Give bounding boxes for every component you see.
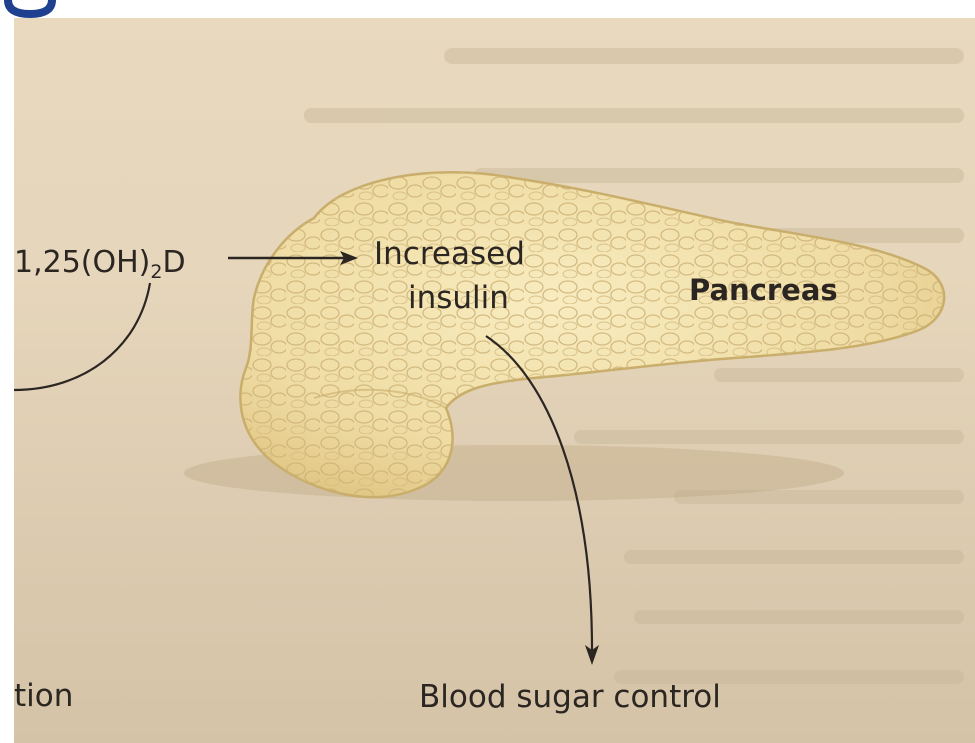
vitamin-d-subscript: 2 <box>150 261 162 283</box>
white-left-margin <box>0 0 14 743</box>
vitamin-d-text: 1,25(OH) <box>14 245 150 280</box>
vitamin-d-suffix: D <box>162 245 185 280</box>
diagram-canvas <box>14 18 975 743</box>
increased-insulin-label-line1: Increased <box>374 239 525 270</box>
pancreas-label: Pancreas <box>689 276 838 305</box>
vitamin-d-label: 1,25(OH)2D <box>14 248 186 282</box>
illustration-panel: 1,25(OH)2D Increased insulin Pancreas Bl… <box>14 18 975 743</box>
increased-insulin-label-line2: insulin <box>408 283 509 314</box>
blood-sugar-control-label: Blood sugar control <box>419 682 721 713</box>
feedback-curve <box>14 283 150 390</box>
cut-off-left-label: tion <box>14 681 73 712</box>
corner-mark-icon <box>0 0 62 18</box>
